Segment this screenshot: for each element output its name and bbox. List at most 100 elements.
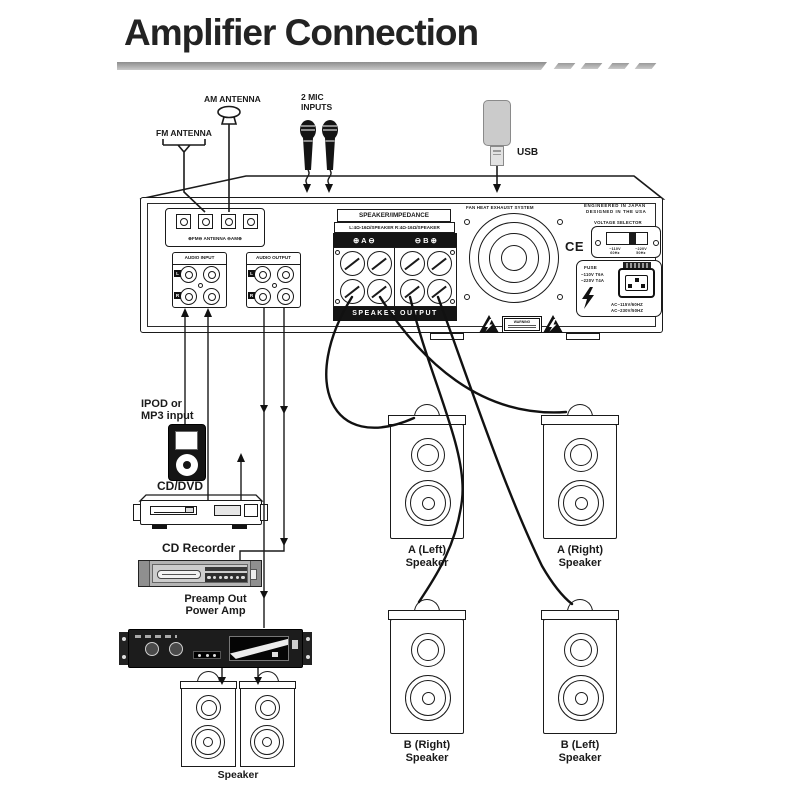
channel-right-badge: R [248, 292, 255, 299]
channel-left-badge: L [174, 270, 181, 277]
ipod [168, 424, 206, 481]
ipod-screen [175, 431, 198, 450]
device-foot [152, 524, 167, 529]
recorder-face [152, 564, 248, 583]
display [214, 505, 241, 516]
speaker-cabinet [390, 424, 464, 539]
rack-ear [133, 504, 141, 521]
fuse-110: ~110V T6A [581, 272, 604, 277]
power-switch [292, 640, 298, 649]
title-underline [117, 62, 547, 70]
display-strip [205, 567, 247, 571]
speaker-cabinet [543, 619, 617, 734]
usb-stick-body [483, 100, 511, 146]
antenna-terminal-block: ⊕FM⊖ ANTENNA ⊖AM⊕ [165, 208, 265, 247]
title-dash [607, 63, 630, 69]
group-a-polarity: ⊕ A ⊖ [353, 235, 375, 245]
speaker-a-right-label: A (Right)Speaker [556, 544, 604, 569]
binding-post [427, 251, 452, 276]
fuse-label: FUSE [584, 265, 598, 270]
amp-foot [566, 333, 600, 340]
ac-inlet [618, 268, 655, 298]
screw [335, 299, 340, 304]
screw [595, 240, 601, 246]
binding-post-area [333, 247, 457, 307]
title-dash [553, 63, 576, 69]
fan-label: FAN HEAT EXHAUST SYSTEM [466, 205, 534, 210]
binding-post [400, 251, 425, 276]
screw [198, 283, 203, 288]
ce-mark: CE [565, 239, 585, 254]
rca-jack [277, 288, 294, 305]
binding-post [427, 279, 452, 304]
polarity-bar: ⊕ A ⊖ ⊖ B ⊕ [333, 233, 457, 247]
rca-jack [254, 288, 271, 305]
group-b-polarity: ⊖ B ⊕ [414, 235, 437, 245]
rca-jack [254, 266, 271, 283]
antenna-terminal-caption: ⊕FM⊖ ANTENNA ⊖AM⊕ [188, 236, 242, 241]
power-button [250, 569, 257, 580]
audio-input-title: AUDIO INPUT [173, 253, 226, 265]
screw [272, 283, 277, 288]
amp-foot [430, 333, 464, 340]
power-amp [128, 629, 303, 668]
origin-line1: ENGINEERED IN JAPAN [584, 203, 646, 208]
mic-inputs-label: 2 MIC INPUTS [301, 92, 333, 112]
audio-output-block: AUDIO OUTPUT L R [246, 252, 301, 308]
title-dash [580, 63, 603, 69]
binding-post [400, 279, 425, 304]
origin-line2: DESIGNED IN THE USA [586, 209, 647, 214]
speaker-terminal-panel: SPEAKER/IMPEDANCE L:4Ω-16Ω/SPEAKER R:4Ω-… [333, 205, 457, 321]
audio-input-block: AUDIO INPUT L R [172, 252, 227, 308]
audio-output-title: AUDIO OUTPUT [247, 253, 300, 265]
tray-button [185, 507, 194, 513]
speaker-b-left-label: B (Left)Speaker [558, 739, 602, 764]
disc-slot [157, 570, 201, 579]
fuse-ac-box: FUSE ~110V T6A ~220V T4A AC~115V/60HZ AC… [576, 260, 662, 317]
rack-ear [303, 632, 312, 665]
amp-lid [139, 175, 666, 200]
rack-ear [260, 504, 268, 521]
screw [464, 294, 470, 300]
page-title: Amplifier Connection [124, 12, 479, 53]
rack-ear [119, 632, 128, 665]
cd-recorder [138, 560, 262, 587]
button-cluster [193, 651, 221, 659]
preamp-label: Preamp Out Power Amp [184, 593, 247, 618]
cddvd-player [133, 500, 268, 529]
binding-post [340, 279, 365, 304]
fm-antenna-label: FM ANTENNA [156, 128, 212, 138]
small-speakers-label: Speaker [217, 769, 259, 781]
fan-exhaust [469, 213, 559, 303]
disc-tray [150, 506, 197, 515]
speaker-cabinet [543, 424, 617, 539]
screw [653, 240, 659, 246]
binding-post [367, 251, 392, 276]
impedance-spec: L:4Ω-16Ω/SPEAKER R:4Ω-16Ω/SPEAKER [334, 222, 455, 233]
ipod-wheel [176, 454, 198, 476]
voltage-slide-switch [606, 232, 648, 245]
fuse-220: ~220V T4A [581, 278, 605, 283]
binding-post [340, 251, 365, 276]
rca-jack [277, 266, 294, 283]
usb-stick-connector [490, 146, 504, 166]
device-foot [232, 524, 247, 529]
speaker-b-right-label: B (Right)Speaker [403, 739, 451, 764]
screw [557, 294, 563, 300]
usb-label: USB [517, 147, 539, 158]
speaker-impedance-header: SPEAKER/IMPEDANCE [337, 209, 451, 222]
rack-ear [139, 561, 150, 586]
speaker-cabinet [181, 688, 236, 767]
voltage-selector-label: VOLTAGE SELECTOR [594, 220, 642, 225]
knob [145, 642, 159, 656]
antenna-terminal [221, 214, 236, 229]
preamp-display [229, 636, 289, 661]
screw [450, 299, 455, 304]
group-divider [394, 248, 396, 306]
screw [450, 250, 455, 255]
mic-icons [300, 120, 338, 185]
